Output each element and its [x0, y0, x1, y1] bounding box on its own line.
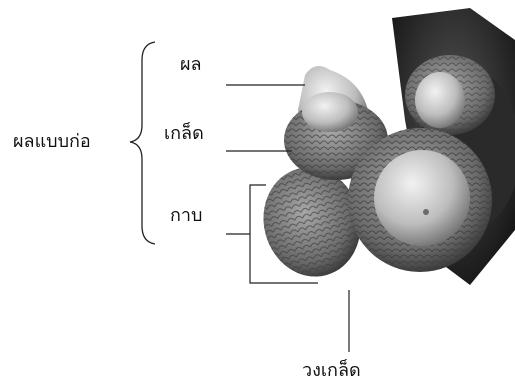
cupule-ring-label: วงเกล็ด	[302, 360, 361, 382]
group-brace	[130, 42, 155, 244]
front-acorn	[348, 128, 492, 272]
sepal-leader-line-upper	[226, 185, 266, 234]
cupule-label: เกล็ด	[164, 123, 204, 145]
fruit-label: ผล	[180, 54, 202, 76]
sepal-label: กาบ	[170, 205, 202, 227]
acorn-group-label: ผลแบบก่อ	[13, 131, 91, 153]
